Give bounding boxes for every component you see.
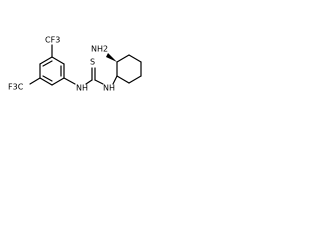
- bond-c-nh-right: [94, 79, 104, 85]
- aromatic-ring: [39, 56, 65, 86]
- ring-bond: [51, 56, 65, 65]
- bond-ring-nh: [63, 77, 76, 85]
- ring-bond: [51, 77, 65, 86]
- bond-nh-c: [85, 79, 93, 85]
- ring-bond: [39, 56, 53, 65]
- cf3-top-label: CF3: [45, 36, 60, 45]
- molecule-diagram: CF3 F3C NH S NH NH2: [8, 36, 142, 93]
- s-label: S: [90, 58, 95, 67]
- ring-bond: [116, 75, 130, 84]
- nh-right-label: NH: [103, 84, 115, 93]
- ring-double-bond: [42, 60, 53, 67]
- ring-bond: [116, 54, 130, 63]
- bond-ring-cf3-bottom: [29, 77, 41, 85]
- ring-bond: [128, 54, 142, 63]
- bond-nh-cyclohexyl: [112, 75, 118, 85]
- cf3-bottom-label: F3C: [8, 83, 24, 92]
- ring-bond: [39, 77, 53, 86]
- ring-bond: [128, 75, 142, 84]
- cyclohexane-ring: [116, 54, 142, 84]
- wedge-bond-nh2: [106, 53, 117, 62]
- ring-double-bond: [42, 75, 53, 82]
- nh-left-label: NH: [76, 84, 88, 93]
- nh2-label: NH2: [91, 45, 108, 54]
